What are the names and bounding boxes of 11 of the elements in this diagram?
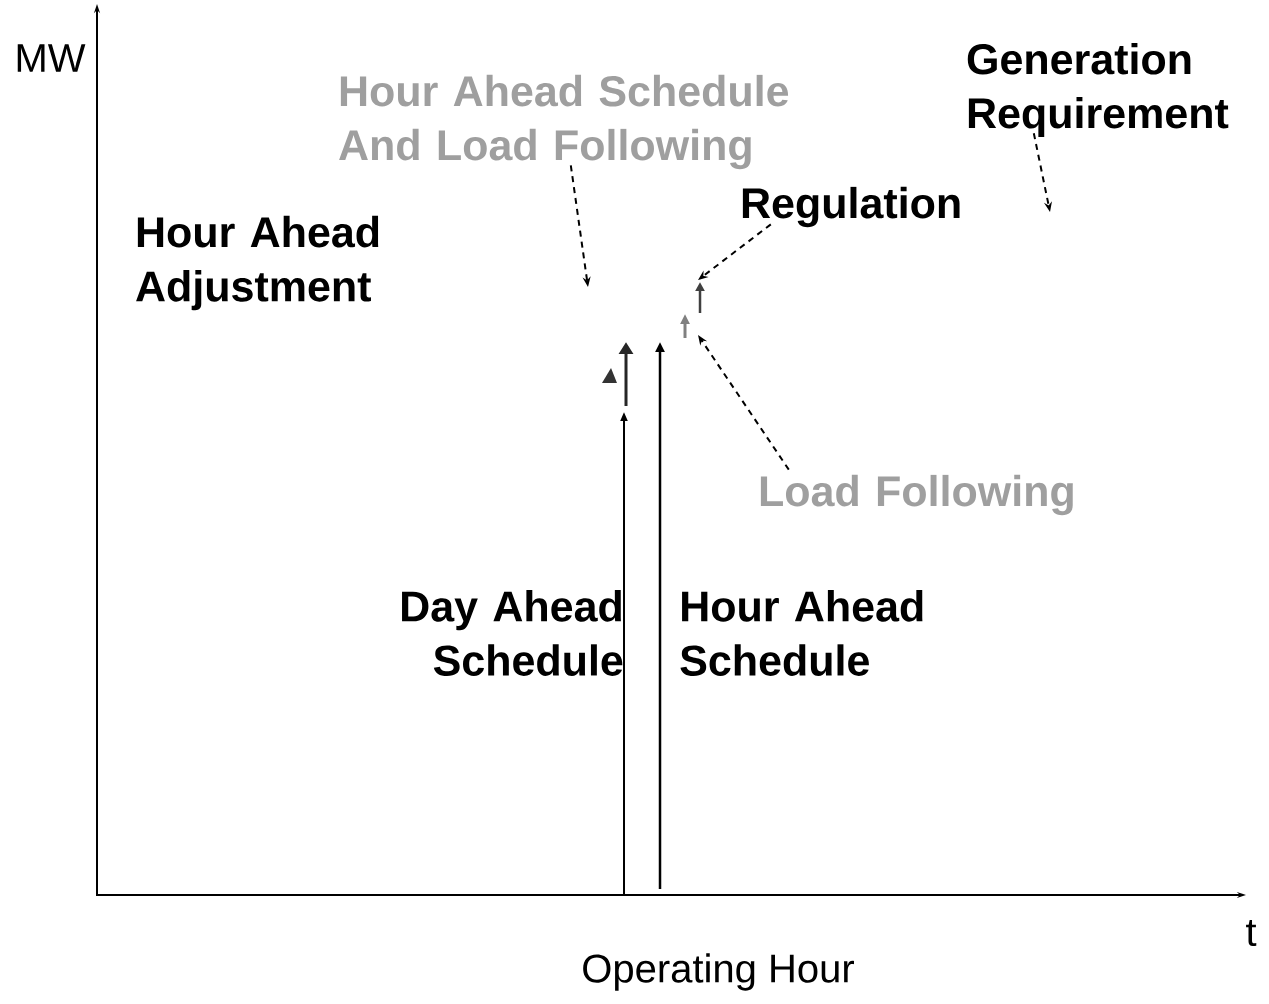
axis-label: Operating Hour xyxy=(583,953,854,991)
axis-label: MW xyxy=(17,44,86,72)
annotation-text: Day Ahead Schedule xyxy=(402,590,623,676)
annotation-text: Generation Requirement xyxy=(967,42,1229,138)
annotation-text: Hour Ahead Adjustment xyxy=(136,215,379,311)
annotation-text: Regulation xyxy=(742,186,960,228)
leader-arrow xyxy=(698,223,772,280)
axis-label: t xyxy=(1246,919,1257,947)
annotation-text: Hour Ahead Schedule And Load Following xyxy=(339,74,789,170)
annotation-text: Hour Ahead Schedule xyxy=(680,590,923,676)
annotation-text: Load Following xyxy=(760,474,1073,516)
